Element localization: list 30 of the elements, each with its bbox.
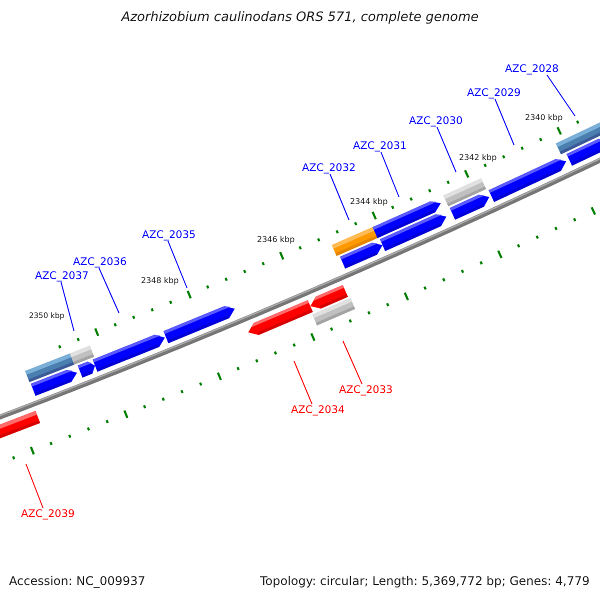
leader-line [294, 360, 312, 404]
gene-label: AZC_2030 [409, 115, 463, 127]
genome-summary-text: Topology: circular; Length: 5,369,772 bp; Genes: 4,779 [260, 574, 590, 588]
accession-text: Accession: NC_009937 [9, 574, 146, 588]
gene-label: AZC_2029 [467, 87, 521, 99]
leader-line [342, 340, 362, 384]
leader-line [494, 98, 514, 146]
tick-label: 2348 kbp [141, 276, 179, 285]
tick-label: 2340 kbp [525, 113, 563, 122]
gene-label: AZC_2028 [505, 63, 559, 75]
leader-line [330, 174, 350, 220]
leader-line [60, 282, 74, 332]
gene-label: AZC_2035 [142, 229, 196, 241]
gene-label: AZC_2033 [339, 384, 393, 396]
gene-label: AZC_2031 [353, 140, 407, 152]
leader-line [436, 126, 456, 172]
gene-label: AZC_2039 [21, 508, 75, 520]
gene-label: AZC_2037 [35, 270, 89, 282]
tick-label: 2342 kbp [459, 153, 497, 162]
leader-line [380, 152, 400, 198]
diagram-title: Azorhizobium caulinodans ORS 571, complete genome [120, 10, 480, 25]
leader-line [168, 240, 188, 288]
tick-label: 2344 kbp [350, 197, 388, 206]
leader-line [26, 464, 44, 508]
gene-label: AZC_2036 [73, 256, 127, 268]
tick-label: 2346 kbp [257, 235, 295, 244]
gene-label: AZC_2032 [302, 162, 356, 174]
leader-line [98, 268, 120, 314]
leader-line [546, 74, 576, 116]
gene-label: AZC_2034 [291, 404, 345, 416]
